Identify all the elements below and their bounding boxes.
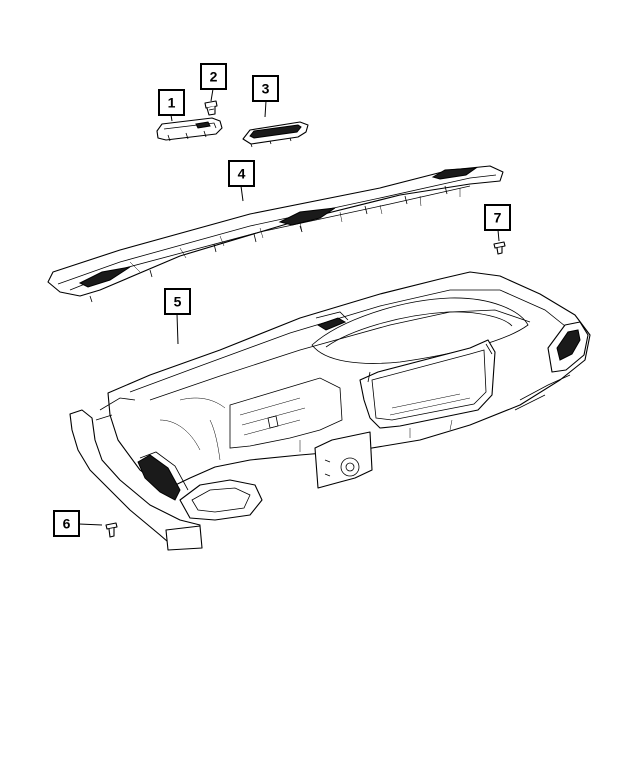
- callout-2-label: 2: [210, 69, 218, 85]
- callout-4: 4: [228, 160, 255, 187]
- leader-2: [210, 88, 214, 102]
- callout-5-label: 5: [174, 294, 182, 310]
- part-4-upper-panel: [47, 165, 504, 303]
- part-1-bezel: [156, 117, 223, 142]
- part-5-instrument-panel: [69, 271, 591, 551]
- part-2-clip: [204, 100, 218, 116]
- callout-1: 1: [158, 89, 185, 116]
- leader-4: [240, 185, 244, 202]
- callout-4-label: 4: [238, 166, 246, 182]
- leader-3: [264, 100, 267, 118]
- callout-2: 2: [200, 63, 227, 90]
- callout-5: 5: [164, 288, 191, 315]
- callout-3-label: 3: [262, 81, 270, 97]
- callout-1-label: 1: [168, 95, 176, 111]
- callout-6-label: 6: [63, 516, 71, 532]
- callout-7: 7: [484, 204, 511, 231]
- leader-7: [497, 229, 500, 242]
- leader-5: [176, 313, 179, 345]
- part-6-push-pin: [105, 522, 118, 538]
- callout-6: 6: [53, 510, 80, 537]
- callout-3: 3: [252, 75, 279, 102]
- part-7-push-pin: [493, 241, 506, 255]
- callout-7-label: 7: [494, 210, 502, 226]
- part-3-grille: [242, 121, 309, 148]
- leader-6: [78, 523, 103, 526]
